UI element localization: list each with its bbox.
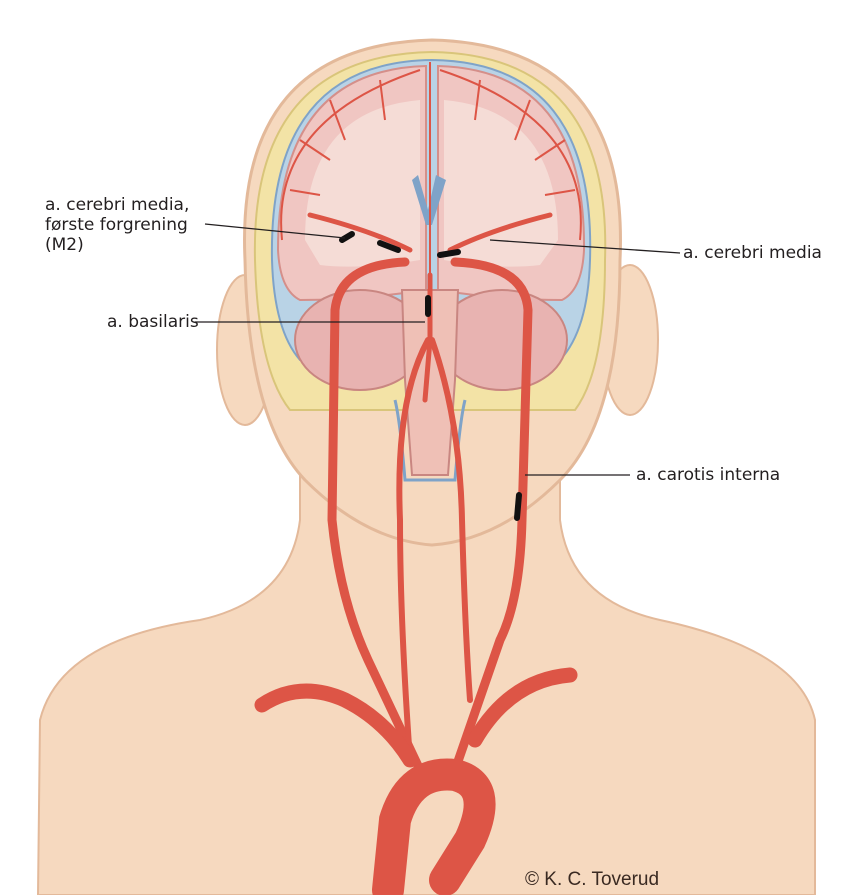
label-basilaris: a. basilaris <box>107 312 199 332</box>
left-mca <box>307 212 413 253</box>
right-internal-carotid <box>450 257 533 775</box>
right-mca <box>447 212 553 253</box>
leader-lines <box>195 223 681 476</box>
label-line: (M2) <box>45 235 84 255</box>
copyright: © K. C. Toverud <box>525 869 660 890</box>
brainstem <box>400 289 460 476</box>
cortical-arteries <box>280 62 582 280</box>
left-internal-carotid <box>327 257 425 775</box>
label-line: a. cerebri media, <box>45 195 190 215</box>
left-subclavian <box>254 683 418 768</box>
label-mca-first-branch: a. cerebri media, første forgrening (M2) <box>45 195 189 255</box>
left-vertebral <box>396 337 431 763</box>
ventricles <box>412 175 446 225</box>
right-subclavian <box>467 667 578 748</box>
aortic-arch <box>372 758 496 895</box>
major-arteries <box>254 212 578 895</box>
occlusion-markers <box>339 231 522 521</box>
right-vertebral <box>429 337 473 703</box>
label-mca: a. cerebri media <box>683 243 822 263</box>
label-carotis-interna: a. carotis interna <box>636 465 781 485</box>
label-line: første forgrening <box>45 215 188 235</box>
